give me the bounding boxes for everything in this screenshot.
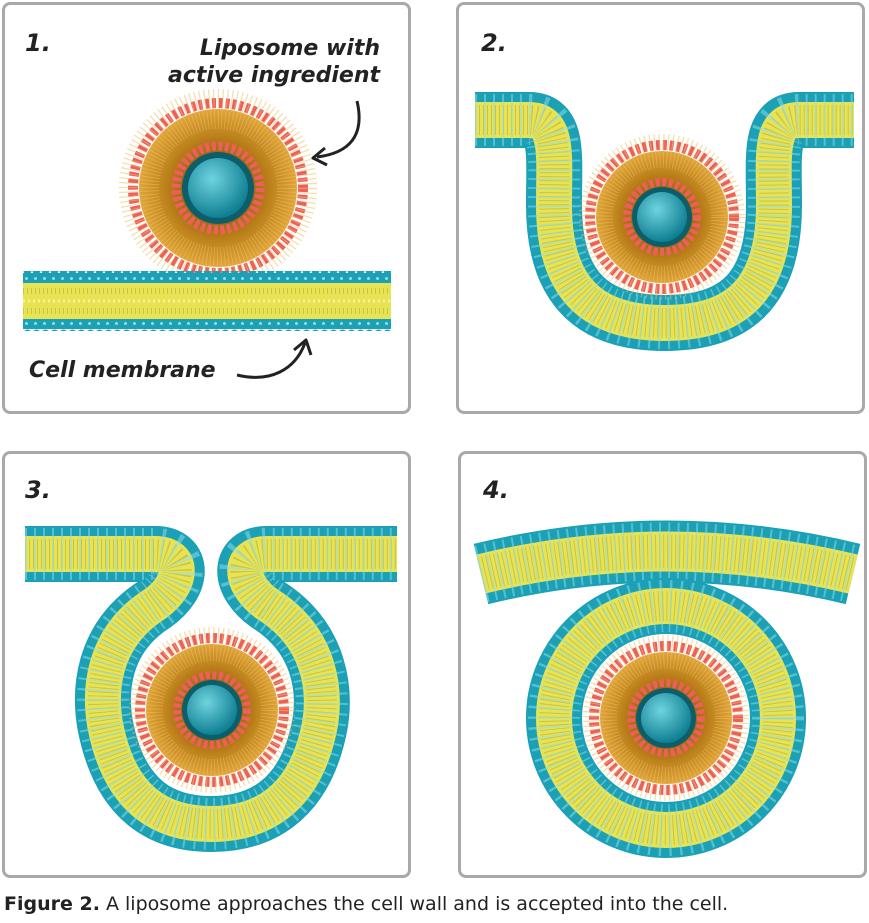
panel-4-illustration bbox=[473, 520, 861, 858]
liposome-label: Liposome with active ingredient bbox=[168, 35, 380, 89]
liposome-label-line2: active ingredient bbox=[168, 63, 380, 88]
liposome bbox=[579, 134, 745, 300]
figure-caption-label: Figure 2. bbox=[4, 893, 100, 915]
active-ingredient-core bbox=[637, 192, 687, 242]
panel-3: 3. bbox=[2, 451, 411, 878]
figure-caption: Figure 2. A liposome approaches the cell… bbox=[4, 893, 728, 915]
panel-1-number: 1. bbox=[25, 29, 51, 57]
upper-membrane bbox=[473, 520, 861, 605]
active-ingredient-core bbox=[188, 158, 248, 218]
panel-3-number: 3. bbox=[25, 476, 51, 504]
active-ingredient-core bbox=[641, 693, 691, 743]
figure-caption-text: A liposome approaches the cell wall and … bbox=[99, 893, 729, 915]
invaginating-membrane bbox=[475, 92, 854, 352]
liposome bbox=[129, 627, 295, 793]
liposome-label-line1: Liposome with bbox=[199, 36, 380, 61]
liposome bbox=[119, 89, 317, 287]
panel-1: 1. Liposome with active ingredient Cell … bbox=[2, 2, 411, 414]
panel-2-number: 2. bbox=[481, 29, 507, 57]
liposome bbox=[583, 635, 749, 801]
active-ingredient-core bbox=[187, 685, 237, 735]
panel-4-number: 4. bbox=[483, 476, 509, 504]
panel-4: 4. bbox=[458, 451, 867, 878]
cell-membrane-label: Cell membrane bbox=[29, 358, 216, 383]
panel-1-illustration bbox=[23, 89, 391, 379]
panel-2-illustration bbox=[475, 92, 854, 352]
liposome-arrow bbox=[316, 100, 361, 159]
panel-2: 2. bbox=[456, 2, 865, 414]
enclosing-membrane bbox=[25, 526, 397, 853]
panel-3-illustration bbox=[25, 526, 397, 853]
membrane-arrow bbox=[236, 342, 307, 379]
cell-membrane bbox=[23, 271, 391, 331]
vesicle-membrane bbox=[526, 578, 806, 858]
